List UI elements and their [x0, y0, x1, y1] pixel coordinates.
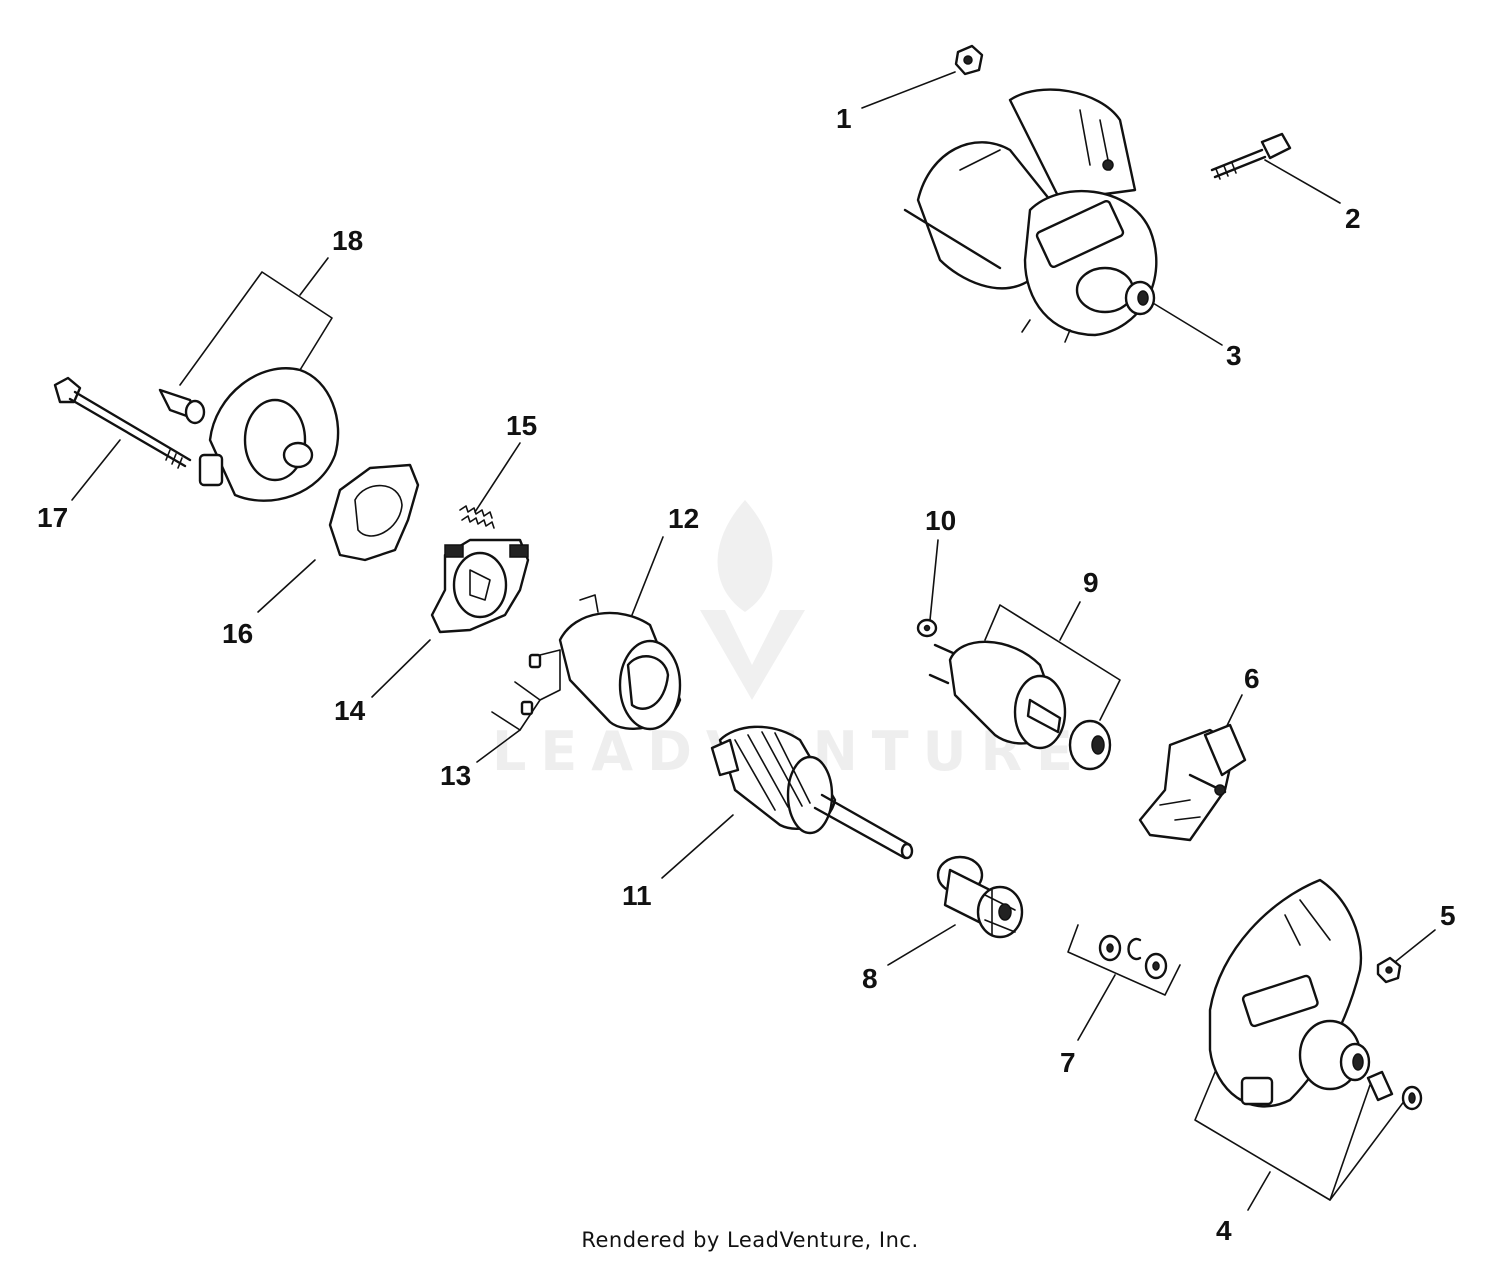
part-14-brush-holder	[430, 538, 530, 634]
part-6-shift-lever	[1138, 723, 1247, 842]
callout-8: 8	[862, 963, 878, 994]
footer-credit: Rendered by LeadVenture, Inc.	[581, 1228, 919, 1252]
callout-6: 6	[1244, 663, 1260, 694]
callout-14: 14	[334, 695, 366, 726]
part-17-through-bolt	[53, 376, 192, 469]
part-16-plate	[328, 463, 420, 562]
callout-13: 13	[440, 760, 471, 791]
part-10-nut	[916, 618, 938, 638]
part-2-bolt	[1210, 132, 1292, 180]
callout-4: 4	[1216, 1215, 1232, 1246]
part-7-washers	[1098, 934, 1168, 980]
callout-9: 9	[1083, 567, 1099, 598]
callout-3: 3	[1226, 340, 1242, 371]
part-1-nut	[954, 44, 984, 76]
callout-5: 5	[1440, 900, 1456, 931]
part-9-solenoid	[928, 640, 1112, 771]
callout-labels: 1 2 3 4 5 6 7 8 9 10 11 12 13 14 15 16 1…	[37, 103, 1456, 1246]
part-12-field-frame	[539, 594, 682, 731]
part-8-pinion	[936, 855, 1024, 939]
part-11-armature	[710, 725, 914, 860]
part-18-end-cover	[158, 367, 340, 502]
part-13-brushes	[520, 653, 542, 716]
callout-11: 11	[622, 880, 652, 911]
callout-7: 7	[1060, 1047, 1076, 1078]
callout-2: 2	[1345, 203, 1361, 234]
part-3-starter-assembly	[903, 88, 1158, 343]
callout-10: 10	[925, 505, 956, 536]
callout-18: 18	[332, 225, 363, 256]
callout-16: 16	[222, 618, 253, 649]
callout-15: 15	[506, 410, 537, 441]
part-15-spring	[459, 505, 495, 529]
callout-1: 1	[836, 103, 852, 134]
part-4-drive-housing	[1208, 878, 1423, 1111]
callout-17: 17	[37, 502, 68, 533]
part-5-nut	[1376, 956, 1402, 984]
callout-12: 12	[668, 503, 699, 534]
